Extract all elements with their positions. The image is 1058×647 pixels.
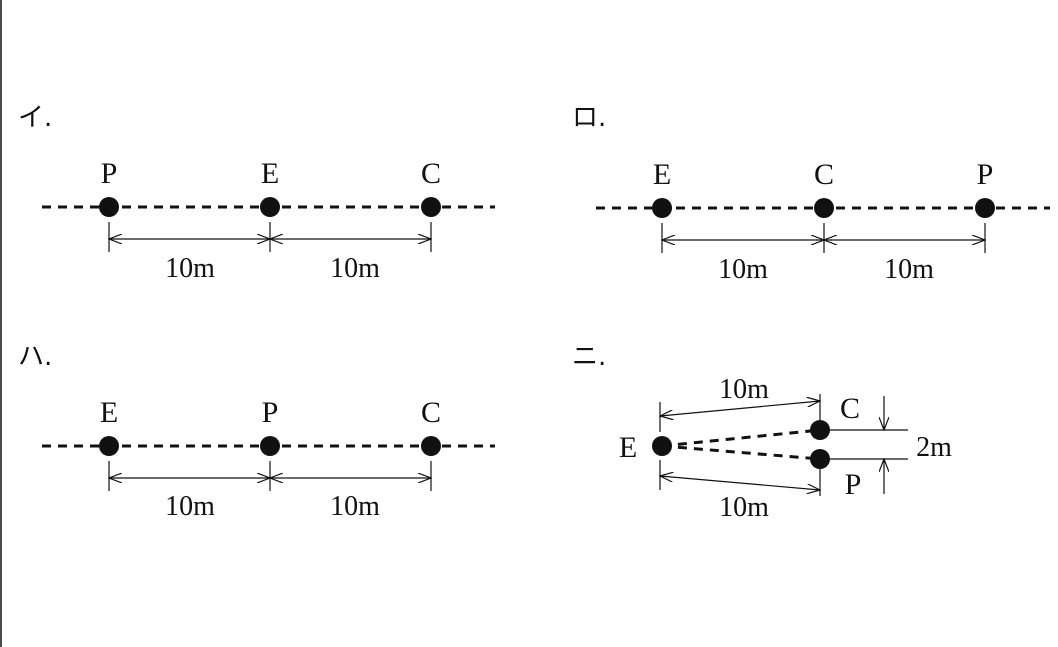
point-label: P bbox=[101, 157, 118, 190]
point-marker bbox=[975, 198, 995, 218]
point-label: C bbox=[814, 158, 834, 191]
point-marker bbox=[814, 198, 834, 218]
point-marker bbox=[810, 420, 830, 440]
point-marker bbox=[260, 197, 280, 217]
dimension-label: 10m bbox=[165, 253, 215, 284]
point-marker bbox=[260, 436, 280, 456]
point-label: C bbox=[421, 157, 441, 190]
point-label: E bbox=[653, 158, 671, 191]
point-marker bbox=[810, 449, 830, 469]
panel-label: ハ. bbox=[18, 342, 52, 372]
measurement-line bbox=[661, 444, 821, 461]
point-marker bbox=[652, 436, 672, 456]
point-label: E bbox=[100, 396, 118, 429]
panel-i: イ. P E C 10m 10m bbox=[18, 103, 495, 284]
panel-ro: ロ. E C P 10m 10m bbox=[572, 103, 1050, 285]
point-label: P bbox=[977, 158, 994, 191]
measurement-line bbox=[661, 428, 821, 448]
point-label: C bbox=[840, 392, 860, 425]
point-marker bbox=[652, 198, 672, 218]
point-label: E bbox=[619, 431, 637, 464]
panel-label: ニ. bbox=[572, 342, 606, 372]
point-label: P bbox=[845, 468, 862, 501]
dimension-label: 10m bbox=[718, 254, 768, 285]
panel-label: ロ. bbox=[572, 103, 606, 133]
dimension-label: 10m bbox=[719, 374, 769, 405]
point-marker bbox=[99, 436, 119, 456]
dimension-label: 10m bbox=[719, 492, 769, 523]
dimension-label: 10m bbox=[330, 491, 380, 522]
panel-ha: ハ. E P C 10m 10m bbox=[18, 342, 495, 522]
dimension-arrow bbox=[660, 401, 820, 416]
point-label: C bbox=[421, 396, 441, 429]
panel-ni: ニ. E C P 10m 10m 2m bbox=[572, 342, 952, 523]
point-marker bbox=[421, 436, 441, 456]
dimension-arrow bbox=[660, 476, 820, 490]
point-marker bbox=[421, 197, 441, 217]
dimension-label: 2m bbox=[916, 432, 952, 463]
dimension-label: 10m bbox=[884, 254, 934, 285]
dimension-label: 10m bbox=[330, 253, 380, 284]
point-label: P bbox=[262, 396, 279, 429]
dimension-label: 10m bbox=[165, 491, 215, 522]
point-marker bbox=[99, 197, 119, 217]
point-label: E bbox=[261, 157, 279, 190]
panel-label: イ. bbox=[18, 103, 52, 133]
